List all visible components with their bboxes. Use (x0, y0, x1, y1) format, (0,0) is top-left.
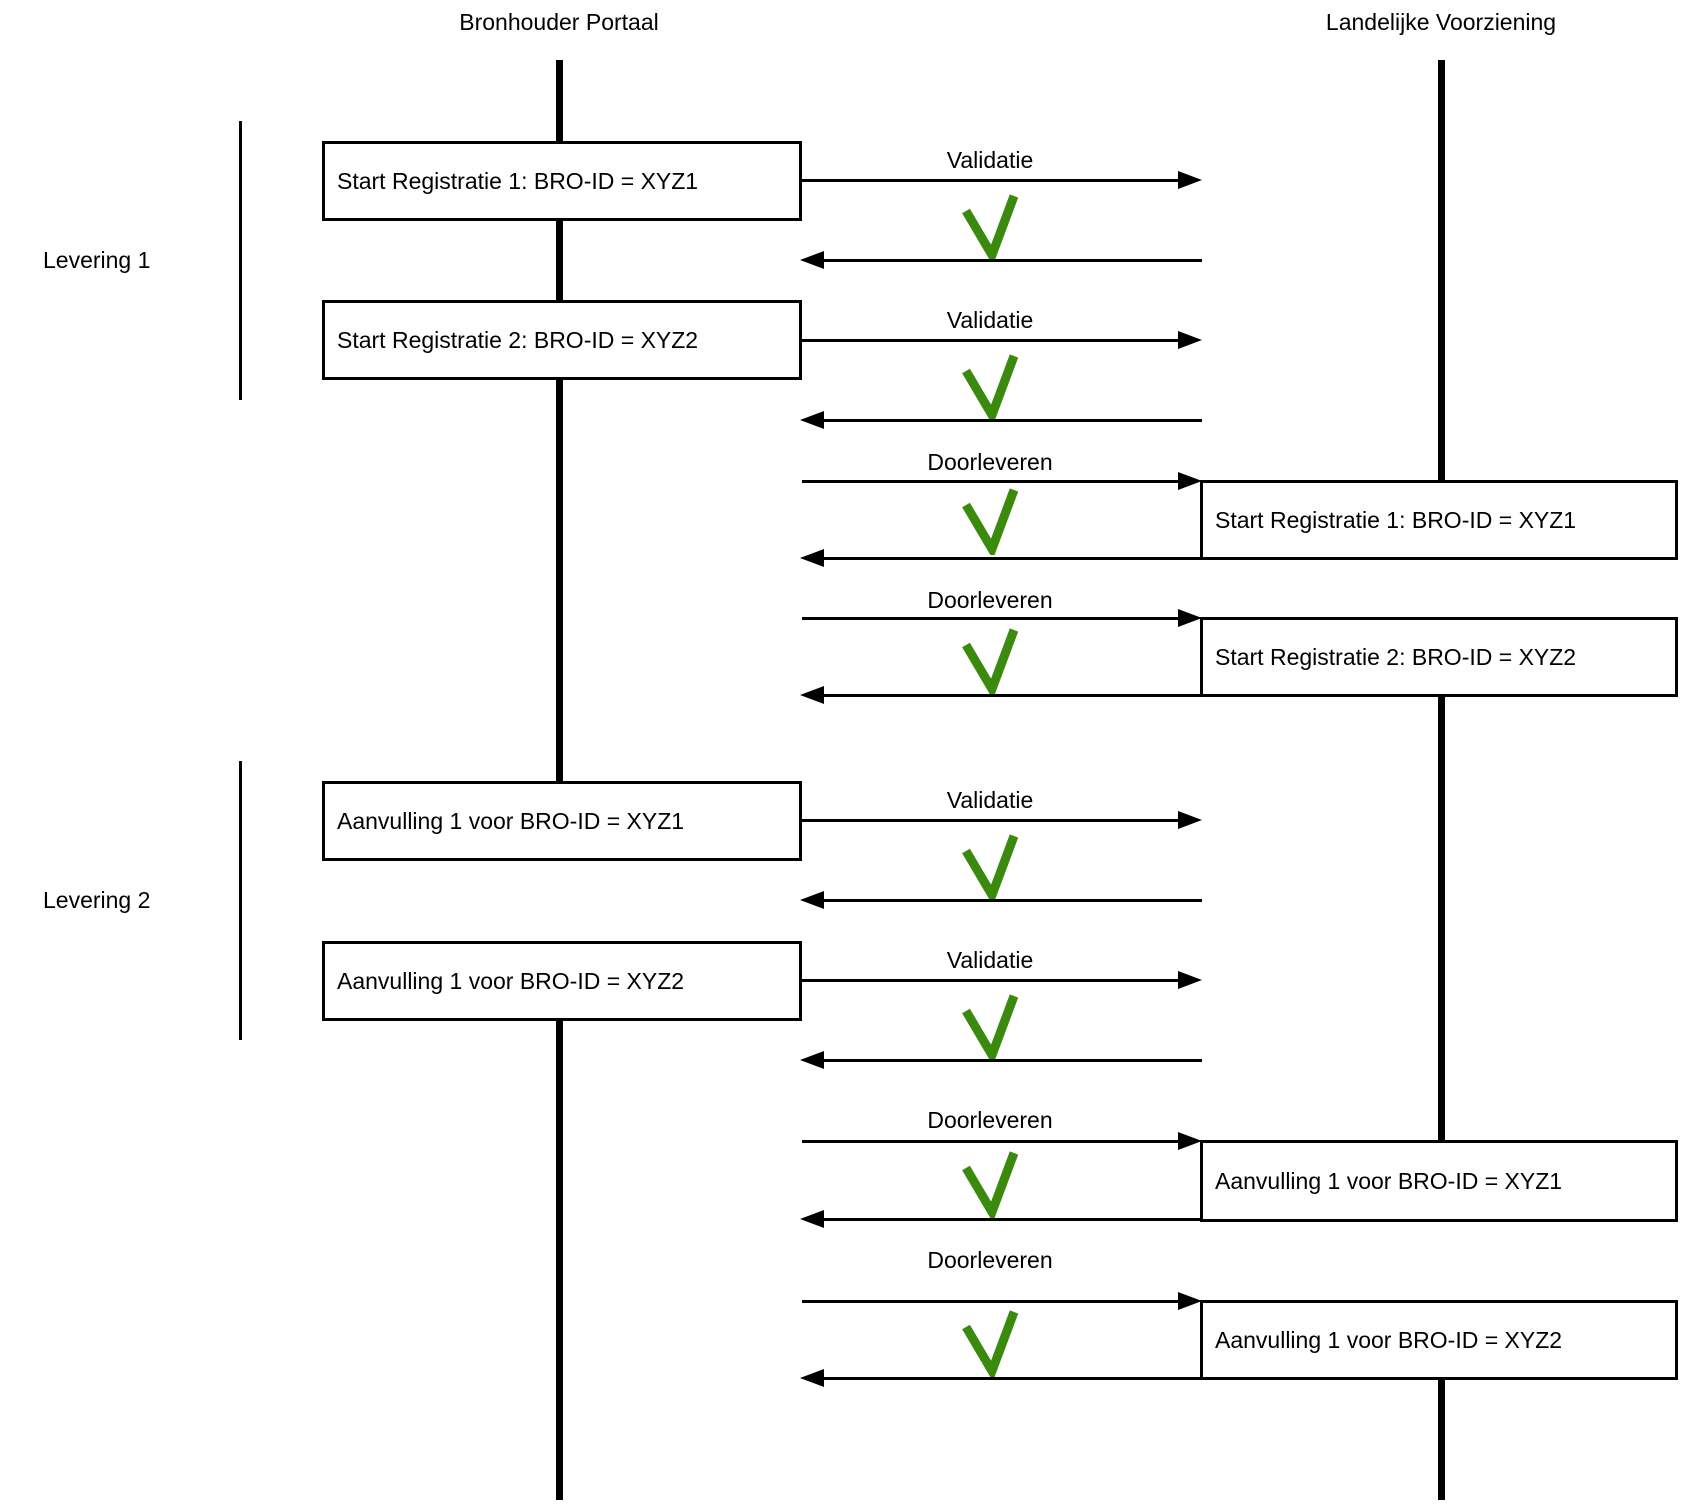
portal-box-aanvulling-xyz2: Aanvulling 1 voor BRO-ID = XYZ2 (322, 941, 802, 1021)
phase-label-levering-1: Levering 1 (43, 247, 151, 273)
arrowhead-right-icon (1178, 971, 1202, 989)
portal-box-start-registratie-1: Start Registratie 1: BRO-ID = XYZ1 (322, 141, 802, 221)
arrowhead-left-icon (800, 686, 824, 704)
green-check-icon (962, 1151, 1019, 1218)
arrowhead-right-icon (1178, 331, 1202, 349)
green-check-icon (962, 194, 1019, 261)
request-arrow-shaft (802, 339, 1180, 342)
arrowhead-left-icon (800, 891, 824, 909)
request-arrow-shaft (802, 480, 1180, 483)
lifeline-bronhouder-segment (556, 220, 563, 300)
phase-bracket-levering-1 (239, 121, 242, 400)
green-check-icon (962, 628, 1019, 695)
response-arrow-shaft (824, 694, 1202, 697)
message-label-doorleveren: Doorleveren (927, 449, 1053, 475)
request-arrow-shaft (802, 819, 1180, 822)
request-arrow-shaft (802, 179, 1180, 182)
response-arrow-shaft (824, 1218, 1202, 1221)
lv-box-aanvulling-xyz2: Aanvulling 1 voor BRO-ID = XYZ2 (1200, 1300, 1678, 1380)
lifeline-landelijke-segment (1438, 1378, 1445, 1500)
lv-box-aanvulling-xyz1: Aanvulling 1 voor BRO-ID = XYZ1 (1200, 1140, 1678, 1222)
request-arrow-shaft (802, 979, 1180, 982)
lifeline-bronhouder-segment (556, 1021, 563, 1500)
message-label-doorleveren: Doorleveren (927, 1107, 1053, 1133)
green-check-icon (962, 488, 1019, 555)
portal-box-start-registratie-2: Start Registratie 2: BRO-ID = XYZ2 (322, 300, 802, 380)
green-check-icon (962, 1310, 1019, 1377)
arrowhead-left-icon (800, 1051, 824, 1069)
response-arrow-shaft (824, 259, 1202, 262)
arrowhead-right-icon (1178, 171, 1202, 189)
arrowhead-left-icon (800, 251, 824, 269)
request-arrow-shaft (802, 617, 1180, 620)
lv-box-start-registratie-1: Start Registratie 1: BRO-ID = XYZ1 (1200, 480, 1678, 560)
message-label-validatie: Validatie (946, 307, 1034, 333)
lifeline-bronhouder-segment (556, 380, 563, 781)
lifeline-landelijke-segment (1438, 697, 1445, 1140)
message-label-validatie: Validatie (946, 147, 1034, 173)
message-label-doorleveren: Doorleveren (927, 1247, 1053, 1273)
arrowhead-right-icon (1178, 811, 1202, 829)
response-arrow-shaft (824, 1059, 1202, 1062)
arrowhead-left-icon (800, 1210, 824, 1228)
arrowhead-right-icon (1178, 1132, 1202, 1150)
portal-box-aanvulling-xyz1: Aanvulling 1 voor BRO-ID = XYZ1 (322, 781, 802, 861)
green-check-icon (962, 354, 1019, 421)
lifeline-landelijke-segment (1438, 60, 1445, 480)
lifeline-bronhouder-segment (556, 60, 563, 141)
request-arrow-shaft (802, 1140, 1180, 1143)
phase-bracket-levering-2 (239, 761, 242, 1040)
request-arrow-shaft (802, 1300, 1180, 1303)
lv-box-start-registratie-2: Start Registratie 2: BRO-ID = XYZ2 (1200, 617, 1678, 697)
response-arrow-shaft (824, 419, 1202, 422)
green-check-icon (962, 834, 1019, 901)
arrowhead-left-icon (800, 1369, 824, 1387)
actor-title-landelijke-voorziening: Landelijke Voorziening (1325, 9, 1557, 35)
phase-label-levering-2: Levering 2 (43, 887, 151, 913)
actor-title-bronhouder-portaal: Bronhouder Portaal (459, 9, 659, 35)
message-label-validatie: Validatie (946, 787, 1034, 813)
arrowhead-left-icon (800, 411, 824, 429)
green-check-icon (962, 994, 1019, 1061)
message-label-validatie: Validatie (946, 947, 1034, 973)
arrowhead-right-icon (1178, 609, 1202, 627)
arrowhead-left-icon (800, 549, 824, 567)
arrowhead-right-icon (1178, 472, 1202, 490)
response-arrow-shaft (824, 1377, 1202, 1380)
response-arrow-shaft (824, 899, 1202, 902)
response-arrow-shaft (824, 557, 1202, 560)
arrowhead-right-icon (1178, 1292, 1202, 1310)
message-label-doorleveren: Doorleveren (927, 587, 1053, 613)
